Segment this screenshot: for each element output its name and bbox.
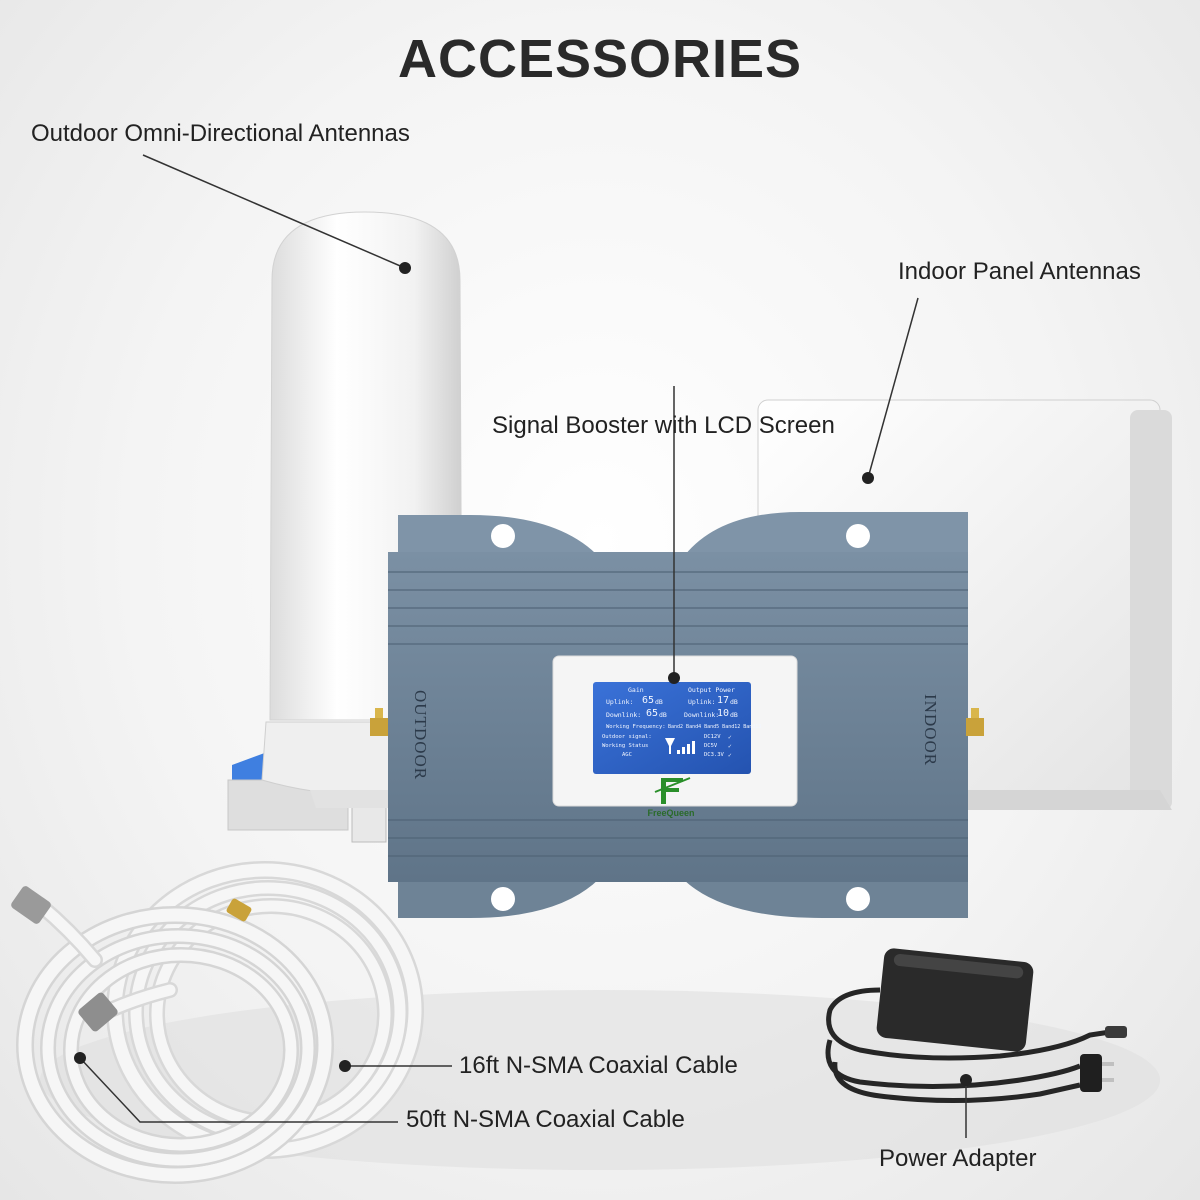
check-icon: ✓ bbox=[728, 752, 732, 759]
callout-power-adapter: Power Adapter bbox=[879, 1145, 1037, 1172]
callout-leaders bbox=[79, 154, 967, 1138]
check-icon: ✓ bbox=[728, 743, 732, 750]
lcd-screen: Gain Output Power Uplink: 65 dB Uplink: … bbox=[596, 684, 761, 774]
lcd-outdoor-signal: Outdoor signal: bbox=[602, 734, 652, 740]
indoor-port-label: INDOOR bbox=[921, 694, 940, 767]
signal-booster bbox=[370, 552, 984, 882]
lcd-uplink-label: Uplink: bbox=[606, 698, 634, 706]
lcd-downlink-power: 10 bbox=[717, 708, 730, 719]
lcd-unit: dB bbox=[730, 711, 738, 719]
lcd-working-status: Working Status bbox=[602, 743, 649, 749]
lcd-working-frequency: Working Frequency: bbox=[606, 724, 666, 730]
lcd-uplink-gain: 65 bbox=[642, 695, 655, 706]
cable-connectors bbox=[11, 886, 252, 1032]
lcd-dc33: DC3.3V bbox=[704, 752, 724, 758]
lcd-gain-header: Gain bbox=[628, 686, 644, 694]
lcd-output-header: Output Power bbox=[688, 686, 735, 694]
callout-16ft-cable: 16ft N-SMA Coaxial Cable bbox=[459, 1052, 738, 1079]
power-adapter bbox=[825, 948, 1127, 1104]
lcd-downlink-label-2: Downlink: bbox=[684, 711, 720, 719]
brand-logo-text: FreeQueen bbox=[647, 808, 695, 818]
lcd-downlink-gain: 65 bbox=[646, 708, 659, 719]
callout-50ft-cable: 50ft N-SMA Coaxial Cable bbox=[406, 1106, 685, 1133]
outdoor-port-label: OUTDOOR bbox=[411, 690, 430, 781]
lcd-uplink-power: 17 bbox=[717, 695, 730, 706]
lcd-unit: dB bbox=[659, 711, 667, 719]
lcd-signal-bars bbox=[665, 738, 695, 754]
lcd-dc12: DC12V bbox=[704, 734, 721, 740]
page-title: ACCESSORIES bbox=[397, 29, 803, 89]
lcd-unit: dB bbox=[730, 698, 738, 706]
callout-outdoor-antenna: Outdoor Omni-Directional Antennas bbox=[31, 120, 410, 147]
lcd-agc: AGC bbox=[622, 752, 632, 758]
lcd-dc5: DC5V bbox=[704, 743, 718, 749]
lcd-unit: dB bbox=[655, 698, 663, 706]
lcd-downlink-label: Downlink: bbox=[606, 711, 642, 719]
lcd-uplink-label-2: Uplink: bbox=[688, 698, 716, 706]
lcd-bands: Band2 Band4 Band5 Band12 Band13 bbox=[668, 724, 762, 730]
callout-indoor-antenna: Indoor Panel Antennas bbox=[898, 258, 1141, 285]
callout-dots bbox=[74, 262, 972, 1086]
callout-signal-booster: Signal Booster with LCD Screen bbox=[492, 412, 835, 439]
check-icon: ✓ bbox=[728, 734, 732, 741]
